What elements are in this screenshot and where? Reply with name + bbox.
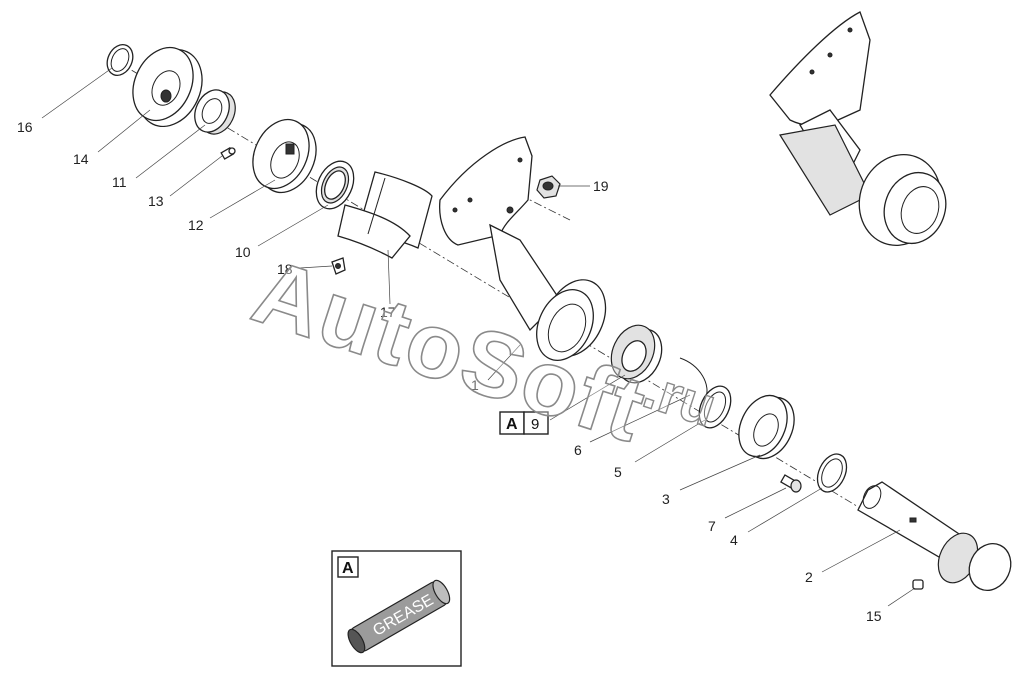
callout-19: 19 bbox=[593, 178, 609, 194]
part-4-o-ring bbox=[816, 453, 848, 493]
callout-13: 13 bbox=[148, 193, 164, 209]
part-6-bearing bbox=[610, 324, 663, 384]
part-16-retaining-ring bbox=[106, 43, 134, 77]
part-13-grease-nipple bbox=[220, 147, 236, 160]
part-15-plug bbox=[912, 579, 924, 590]
watermark-main: AutoSoft bbox=[242, 240, 658, 462]
part-12-flange bbox=[252, 118, 317, 194]
part-14-washer bbox=[132, 46, 203, 128]
part-7-bolt bbox=[780, 474, 802, 493]
callout-12: 12 bbox=[188, 217, 204, 233]
part-5-snap-ring bbox=[679, 357, 732, 429]
assembled-view bbox=[769, 11, 947, 246]
reference-label-number: 9 bbox=[531, 416, 539, 433]
part-17-shield bbox=[337, 171, 433, 259]
callout-7: 7 bbox=[708, 518, 716, 534]
part-19-nut bbox=[536, 175, 561, 199]
bolt-axis bbox=[519, 194, 571, 221]
callout-14: 14 bbox=[73, 151, 89, 167]
leader-lines bbox=[41, 67, 916, 607]
inset-letter: A bbox=[342, 560, 354, 577]
part-3-bearing-cap bbox=[738, 394, 795, 460]
callout-11: 11 bbox=[112, 174, 127, 190]
callout-17: 17 bbox=[380, 304, 396, 320]
reference-label-letter: A bbox=[506, 416, 518, 433]
part-11-bushing bbox=[194, 89, 236, 135]
callouts: 16 14 11 13 12 10 18 17 19 1 6 5 3 7 4 2… bbox=[17, 119, 882, 624]
inset-grease: A GREASE bbox=[331, 550, 462, 667]
callout-4: 4 bbox=[730, 532, 738, 548]
part-10-seal bbox=[315, 160, 355, 210]
callout-2: 2 bbox=[805, 569, 813, 585]
callout-3: 3 bbox=[662, 491, 670, 507]
callout-1: 1 bbox=[471, 377, 479, 393]
callout-10: 10 bbox=[235, 244, 251, 260]
part-2-pivot-pin bbox=[857, 481, 1012, 591]
callout-15: 15 bbox=[866, 608, 882, 624]
callout-6: 6 bbox=[574, 442, 582, 458]
part-1-swing-arm bbox=[439, 136, 607, 361]
part-18-clip bbox=[331, 257, 346, 275]
callout-16: 16 bbox=[17, 119, 33, 135]
callout-18: 18 bbox=[277, 261, 293, 277]
callout-5: 5 bbox=[614, 464, 622, 480]
reference-label: A 9 bbox=[499, 411, 549, 435]
